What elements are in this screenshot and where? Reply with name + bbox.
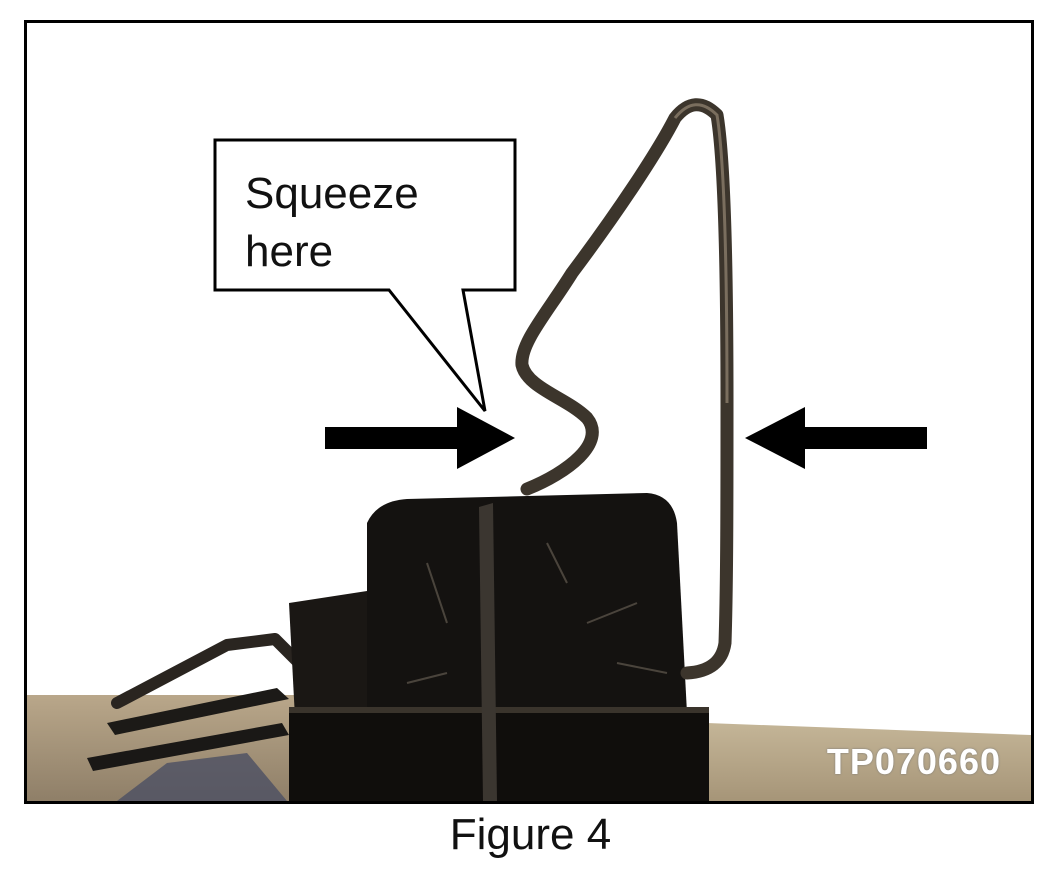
clip-wire-left [111, 633, 305, 709]
connector-main-block [367, 493, 687, 718]
connector-base-edge [289, 707, 709, 713]
callout-box [213, 138, 517, 412]
floor-shadow [117, 753, 287, 801]
clip-photo [27, 98, 1031, 801]
connector-lower-block [289, 591, 375, 718]
arrow-left-icon [745, 407, 927, 469]
arrow-right-icon [325, 407, 515, 469]
figure-frame: Squeeze here TP070660 [24, 20, 1034, 804]
metal-strip-upper [107, 688, 289, 735]
connector-base [289, 709, 709, 801]
floor-surface-right [707, 723, 1031, 801]
image-code: TP070660 [826, 741, 1001, 782]
callout-label: Squeeze here [245, 169, 419, 276]
metal-strip-lower [87, 723, 289, 771]
connector-scratches [406, 542, 668, 684]
figure-caption: Figure 4 [449, 810, 612, 859]
clip-wire-highlight [673, 103, 729, 404]
connector-groove [479, 503, 497, 801]
